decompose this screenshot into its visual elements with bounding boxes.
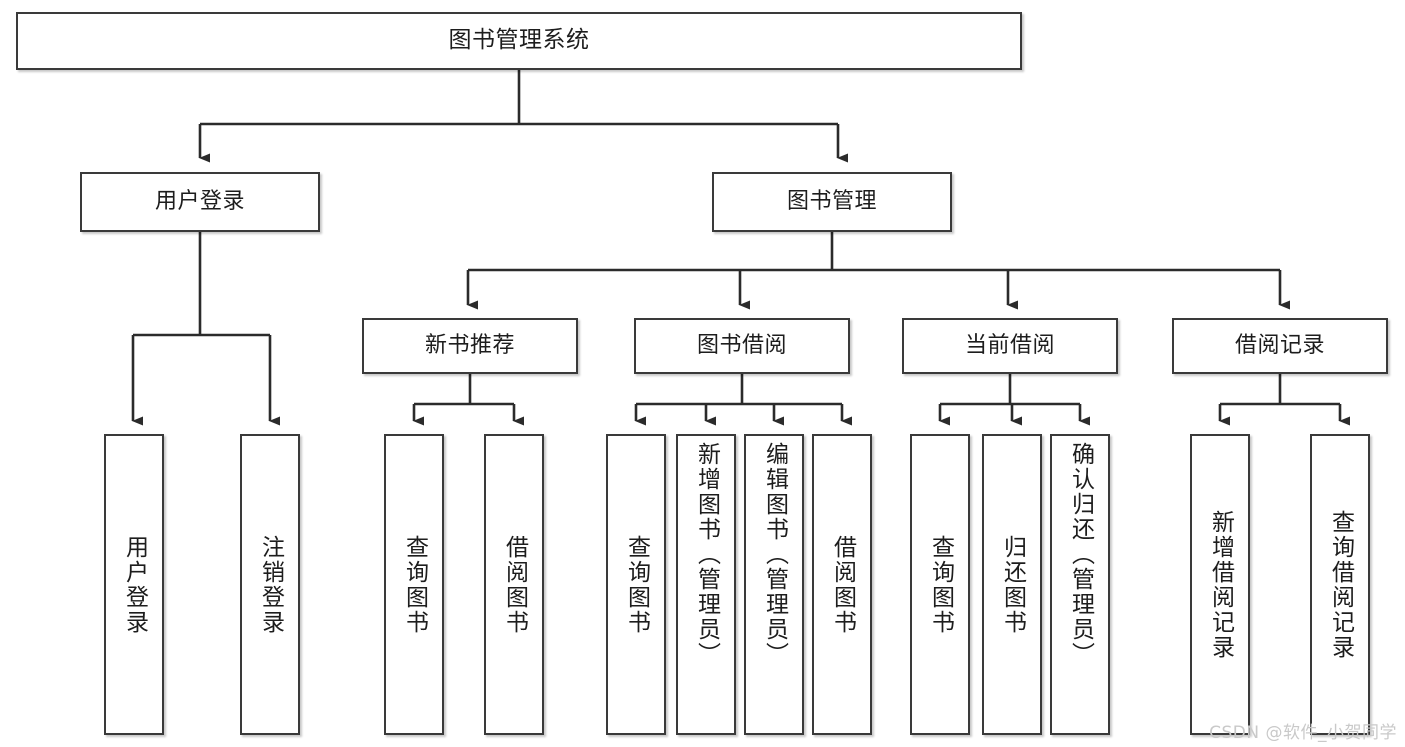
leaf-edit-book[interactable]: 编辑图书（管理员） — [744, 434, 804, 735]
leaf-return-book[interactable]: 归还图书 — [982, 434, 1042, 735]
leaf-query-book-borrow-label: 查询图书 — [623, 534, 650, 635]
leaf-add-borrow-record-label: 新增借阅记录 — [1207, 509, 1234, 660]
leaf-query-borrow-record[interactable]: 查询借阅记录 — [1310, 434, 1370, 735]
leaf-query-book-current[interactable]: 查询图书 — [910, 434, 970, 735]
leaf-add-book[interactable]: 新增图书（管理员） — [676, 434, 736, 735]
leaf-query-book-recommend[interactable]: 查询图书 — [384, 434, 444, 735]
node-book-manage[interactable]: 图书管理 — [712, 172, 952, 232]
leaf-user-login[interactable]: 用户登录 — [104, 434, 164, 735]
leaf-add-book-label: 新增图书（管理员） — [693, 442, 720, 667]
leaf-edit-book-label: 编辑图书（管理员） — [761, 442, 788, 667]
node-current-borrow[interactable]: 当前借阅 — [902, 318, 1118, 374]
node-user-login[interactable]: 用户登录 — [80, 172, 320, 232]
leaf-query-book-current-label: 查询图书 — [927, 534, 954, 635]
node-root-label: 图书管理系统 — [448, 27, 590, 54]
leaf-query-borrow-record-label: 查询借阅记录 — [1327, 509, 1354, 660]
node-borrow-record[interactable]: 借阅记录 — [1172, 318, 1388, 374]
leaf-query-book-recommend-label: 查询图书 — [401, 534, 428, 635]
node-user-login-label: 用户登录 — [154, 189, 245, 215]
leaf-borrow-book-recommend[interactable]: 借阅图书 — [484, 434, 544, 735]
leaf-add-borrow-record[interactable]: 新增借阅记录 — [1190, 434, 1250, 735]
node-book-manage-label: 图书管理 — [786, 189, 877, 215]
leaf-borrow-book-recommend-label: 借阅图书 — [501, 534, 528, 635]
leaf-borrow-book-borrow-label: 借阅图书 — [829, 534, 856, 635]
node-new-book-recommend-label: 新书推荐 — [424, 333, 515, 359]
node-book-borrow-label: 图书借阅 — [696, 333, 787, 359]
leaf-user-login-label: 用户登录 — [121, 534, 148, 635]
leaf-logout-label: 注销登录 — [257, 534, 284, 635]
leaf-query-book-borrow[interactable]: 查询图书 — [606, 434, 666, 735]
node-new-book-recommend[interactable]: 新书推荐 — [362, 318, 578, 374]
node-borrow-record-label: 借阅记录 — [1234, 333, 1325, 359]
node-current-borrow-label: 当前借阅 — [964, 333, 1055, 359]
leaf-confirm-return[interactable]: 确认归还（管理员） — [1050, 434, 1110, 735]
csdn-watermark: CSDN @软件_小贺同学 — [1209, 723, 1397, 743]
node-root[interactable]: 图书管理系统 — [16, 12, 1022, 70]
leaf-borrow-book-borrow[interactable]: 借阅图书 — [812, 434, 872, 735]
leaf-confirm-return-label: 确认归还（管理员） — [1067, 442, 1094, 667]
leaf-logout[interactable]: 注销登录 — [240, 434, 300, 735]
leaf-return-book-label: 归还图书 — [999, 534, 1026, 635]
node-book-borrow[interactable]: 图书借阅 — [634, 318, 850, 374]
